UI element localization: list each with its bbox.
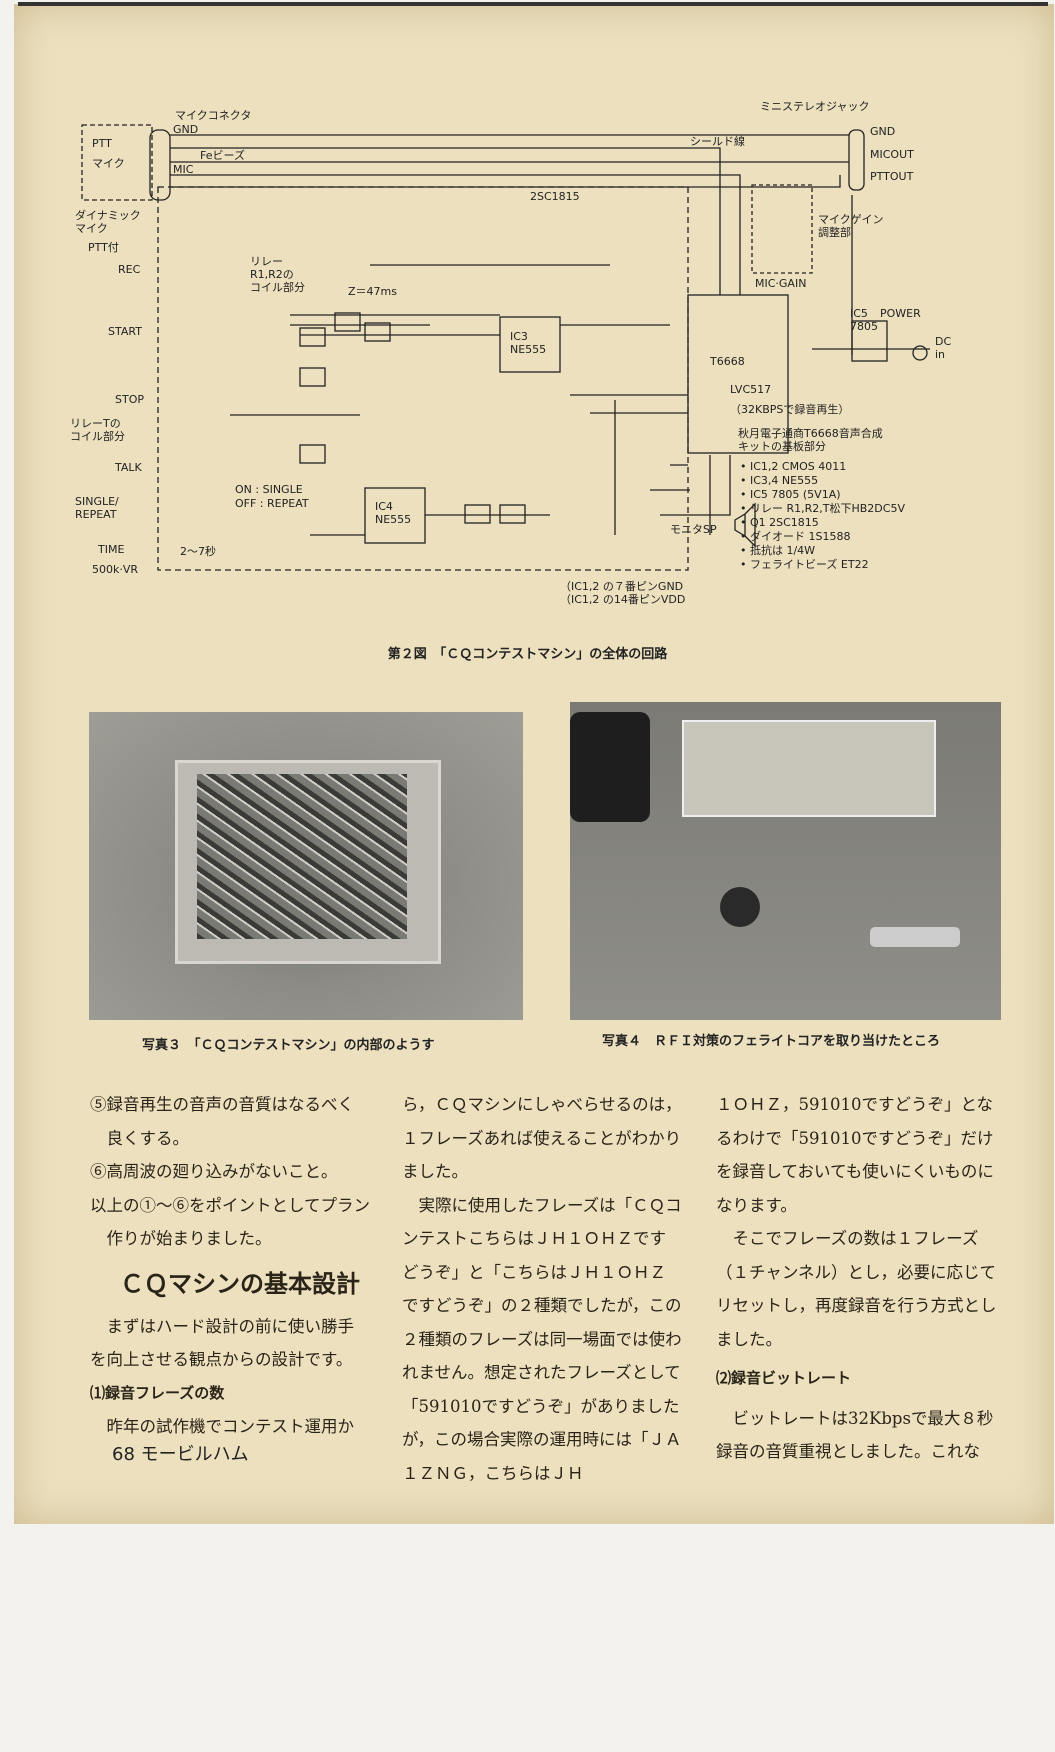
- label-stop: STOP: [115, 393, 144, 406]
- label-mic-pin: MIC: [173, 163, 194, 176]
- label-relay-t: リレーTのコイル部分: [70, 417, 125, 443]
- label-t6668: T6668: [709, 355, 745, 368]
- label-kbps: （32KBPSで録音再生）: [730, 402, 849, 416]
- label-off-repeat: OFF : REPEAT: [235, 497, 309, 510]
- label-pin-note: （IC1,2 の７番ピンGND（IC1,2 の14番ピンVDD: [560, 580, 685, 606]
- paragraph: ら，ＣＱマシンにしゃべらせるのは，１フレーズあれば使えることがわかりました。: [402, 1095, 682, 1181]
- paragraph: 昨年の試作機でコンテスト運用か: [90, 1417, 355, 1436]
- paragraph: そこでフレーズの数は１フレーズ（１チャンネル）とし，必要に応じてリセットし，再度…: [716, 1229, 997, 1349]
- photo-3-internal: [89, 712, 523, 1020]
- label-time-range: 2～7秒: [180, 544, 216, 558]
- label-micout: MICOUT: [870, 148, 914, 161]
- paragraph: ビットレートは32Kbpsで最大８秒録音の音質重視としました。これな: [716, 1408, 994, 1462]
- paragraph: ⑥高周波の廻り込みがないこと。: [90, 1162, 338, 1181]
- parts-list-item: • IC3,4 NE555: [740, 474, 818, 487]
- label-z: Z＝47ms: [348, 285, 397, 298]
- label-monitor-sp: モニタSP: [670, 523, 717, 536]
- parts-list-item: • Q1 2SC1815: [740, 516, 819, 529]
- photo-4-caption: 写真４ ＲＦＩ対策のフェライトコアを取り当けたところ: [602, 1034, 941, 1049]
- label-dynamic-mic: ダイナミックマイク: [75, 208, 141, 235]
- label-mic-connector: マイクコネクタ: [175, 109, 251, 122]
- photo-3-caption: 写真３ 「ＣＱコンテストマシン」の内部のようす: [142, 1038, 435, 1053]
- paragraph: 実際に使用したフレーズは「ＣＱコンテストこちらはＪＨ１ＯＨＺですどうぞ」と「こち…: [402, 1195, 682, 1483]
- circuit-schematic: マイクコネクタ PTT マイク ダイナミックマイク PTT付 GND MIC F…: [70, 100, 951, 606]
- paragraph: 以上の①～⑥をポイントとしてプラン作りが始まりました。: [90, 1195, 371, 1249]
- label-ptt-tsuki: PTT付: [88, 241, 119, 254]
- parts-list-item: • フェライトビーズ ET22: [740, 557, 869, 571]
- page-footer: 68 モービルハム: [112, 1440, 249, 1466]
- parts-list-item: • IC1,2 CMOS 4011: [740, 460, 846, 473]
- label-mic: マイク: [92, 157, 125, 170]
- label-mic-gain: MIC·GAIN: [755, 277, 806, 290]
- label-talk: TALK: [114, 461, 143, 474]
- text-column-2: ら，ＣＱマシンにしゃべらせるのは，１フレーズあれば使えることがわかりました。 実…: [402, 1088, 682, 1490]
- photo-4-ferrite-core: [570, 702, 1001, 1020]
- figure-caption: 第２図 「ＣＱコンテストマシン」の全体の回路: [387, 647, 668, 662]
- text-column-3: １ＯＨＺ，591010ですどうぞ」となるわけで「591010ですどうぞ」だけを録…: [716, 1088, 1006, 1469]
- page-number: 68: [112, 1444, 135, 1465]
- paragraph: まずはハード設計の前に使い勝手を向上させる観点からの設計です。: [90, 1316, 354, 1370]
- label-lvc517: LVC517: [730, 383, 771, 396]
- paragraph: １ＯＨＺ，591010ですどうぞ」となるわけで「591010ですどうぞ」だけを録…: [716, 1095, 994, 1215]
- label-gnd: GND: [173, 123, 198, 136]
- parts-list-item: • IC5 7805 (5V1A): [740, 488, 841, 501]
- label-on-single: ON : SINGLE: [235, 483, 303, 496]
- label-q1: 2SC1815: [530, 190, 580, 203]
- parts-list-item: • 抵抗は 1/4W: [740, 543, 815, 557]
- label-time: TIME: [97, 543, 124, 556]
- label-shield: シールド線: [690, 134, 745, 148]
- label-gnd-out: GND: [870, 125, 895, 138]
- label-rec: REC: [118, 263, 141, 276]
- scan-edge: [18, 2, 1048, 6]
- label-start: START: [108, 325, 142, 338]
- label-mic-gain-adj: マイクゲイン調整部: [818, 213, 884, 239]
- subsection-heading: ⑴録音フレーズの数: [90, 1383, 225, 1402]
- subsection-heading: ⑵録音ビットレート: [716, 1369, 852, 1387]
- section-heading: ＣＱマシンの基本設計: [120, 1269, 360, 1298]
- label-kit: 秋月電子通商T6668音声合成キットの基板部分: [738, 426, 883, 453]
- label-power: POWER: [880, 307, 921, 320]
- label-fe-beads: Feビーズ: [200, 148, 245, 162]
- label-single-repeat: SINGLE/REPEAT: [75, 495, 119, 521]
- label-vr: 500k·VR: [92, 563, 138, 576]
- paragraph: ⑤録音再生の音声の音質はなるべく良くする。: [90, 1095, 354, 1148]
- label-pttout: PTTOUT: [870, 170, 914, 183]
- label-ptt: PTT: [92, 137, 112, 150]
- text-column-1: ⑤録音再生の音声の音質はなるべく良くする。 ⑥高周波の廻り込みがないこと。 以上…: [90, 1088, 370, 1444]
- parts-list-item: • ダイオード 1S1588: [740, 529, 850, 543]
- label-mini-jack: ミニステレオジャック: [760, 100, 869, 113]
- magazine-name: モービルハム: [140, 1444, 249, 1465]
- parts-list-item: • リレー R1,R2,T松下HB2DC5V: [740, 501, 905, 515]
